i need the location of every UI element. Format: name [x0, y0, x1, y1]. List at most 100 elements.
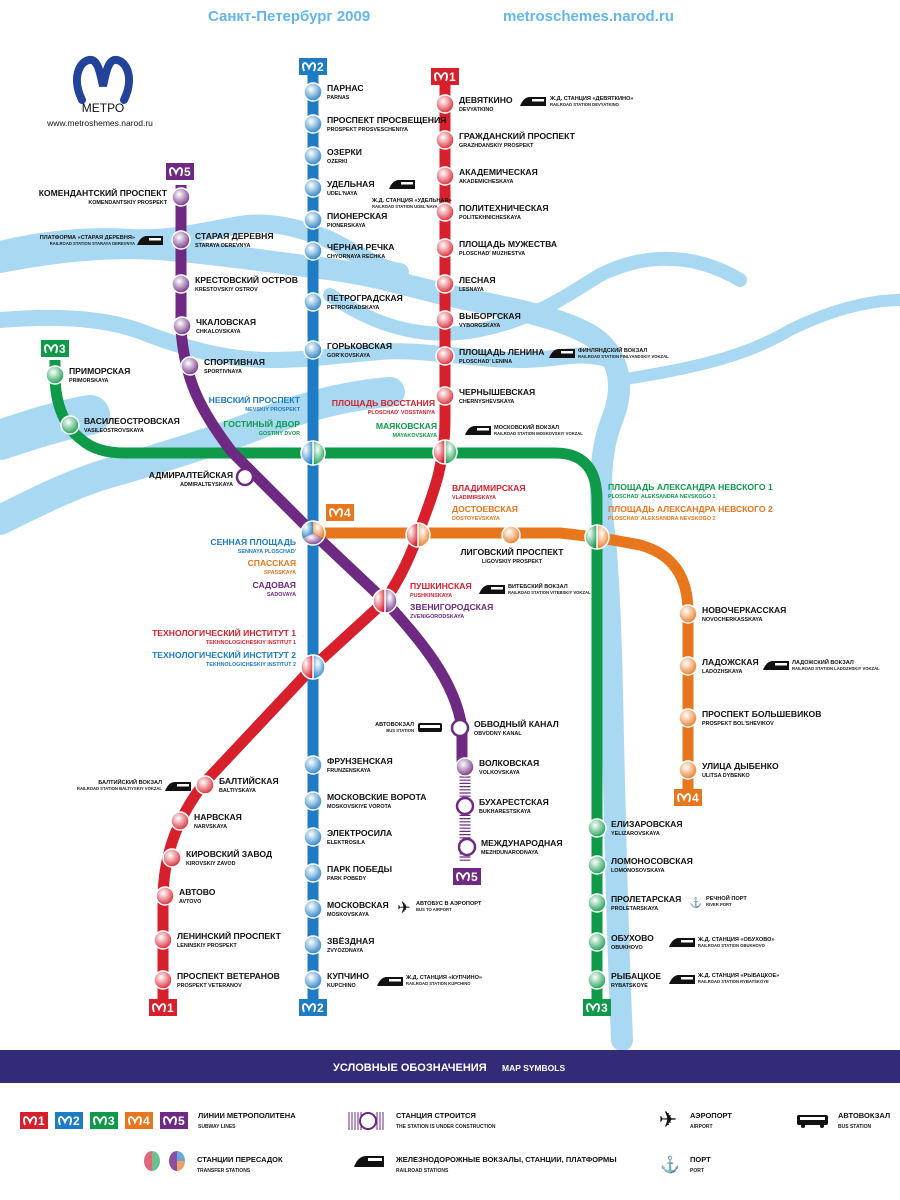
station-name-ru[interactable]: ЭЛЕКТРОСИЛА [327, 828, 392, 838]
station-name-ru[interactable]: МОСКОВСКАЯ [327, 900, 389, 910]
station-marker[interactable] [435, 94, 455, 114]
transfer-station-marker[interactable] [405, 522, 431, 548]
station-name-ru[interactable]: КОМЕНДАНТСКИЙ ПРОСПЕКТ [39, 187, 168, 198]
station-name-ru[interactable]: КУПЧИНО [327, 971, 369, 981]
station-name-ru[interactable]: ПАРК ПОБЕДЫ [327, 864, 392, 874]
station-marker[interactable] [435, 346, 455, 366]
station-name-ru[interactable]: ПАРНАС [327, 83, 364, 93]
station-marker[interactable] [303, 863, 323, 883]
station-under-construction-marker[interactable] [455, 796, 475, 816]
station-name-ru[interactable]: БАЛТИЙСКАЯ [219, 775, 279, 786]
station-name-ru[interactable]: ПЛОЩАДЬ МУЖЕСТВА [459, 239, 557, 249]
station-tekhnologicheskiy-institut-1[interactable]: ТЕХНОЛОГИЧЕСКИЙ ИНСТИТУТ 1TEKHNOLOGICHES… [152, 627, 296, 646]
station-marker[interactable] [303, 292, 323, 312]
transfer-station-marker[interactable] [584, 524, 610, 550]
station-marker[interactable] [171, 230, 191, 250]
transfer-station-marker[interactable] [300, 654, 326, 680]
station-name-ru[interactable]: ГОСТИНЫЙ ДВОР [223, 418, 300, 429]
station-name-ru[interactable]: ЛОМОНОСОВСКАЯ [611, 856, 693, 866]
station-marker[interactable] [455, 757, 475, 777]
station-name-ru[interactable]: АКАДЕМИЧЕСКАЯ [459, 167, 538, 177]
station-name-ru[interactable]: ЛЕНИНСКИЙ ПРОСПЕКТ [177, 930, 282, 941]
station-under-construction-marker[interactable] [457, 837, 477, 857]
station-name-ru[interactable]: ТЕХНОЛОГИЧЕСКИЙ ИНСТИТУТ 2 [152, 649, 296, 660]
station-name-ru[interactable]: ОЗЕРКИ [327, 147, 362, 157]
station-name-ru[interactable]: КИРОВСКИЙ ЗАВОД [186, 848, 272, 859]
station-marker[interactable] [435, 274, 455, 294]
station-name-ru[interactable]: НОВОЧЕРКАССКАЯ [702, 605, 786, 615]
transfer-station-marker[interactable] [300, 520, 326, 546]
station-name-ru[interactable]: АДМИРАЛТЕЙСКАЯ [149, 469, 233, 480]
station-marker[interactable] [587, 818, 607, 838]
station-marker[interactable] [303, 755, 323, 775]
station-name-ru[interactable]: ПОЛИТЕХНИЧЕСКАЯ [459, 203, 549, 213]
station-name-ru[interactable]: ГРАЖДАНСКИЙ ПРОСПЕКТ [459, 130, 576, 141]
station-marker[interactable] [587, 893, 607, 913]
station-marker[interactable] [678, 760, 698, 780]
station-marker[interactable] [60, 415, 80, 435]
station-name-ru[interactable]: ПРОЛЕТАРСКАЯ [611, 894, 681, 904]
station-name-ru[interactable]: ЗВЕНИГОРОДСКАЯ [410, 602, 493, 612]
station-name-ru[interactable]: ОБВОДНЫЙ КАНАЛ [474, 718, 559, 729]
station-name-ru[interactable]: РЫБАЦКОЕ [611, 971, 661, 981]
station-name-ru[interactable]: АВТОВО [179, 887, 216, 897]
station-name-ru[interactable]: ЗВЁЗДНАЯ [327, 936, 374, 946]
station-marker[interactable] [587, 932, 607, 952]
station-name-ru[interactable]: ВЫБОРГСКАЯ [459, 311, 521, 321]
station-name-ru[interactable]: ПЛОЩАДЬ ВОССТАНИЯ [332, 398, 435, 408]
station-name-ru[interactable]: ЛИГОВСКИЙ ПРОСПЕКТ [460, 546, 564, 557]
station-name-ru[interactable]: ПЛОЩАДЬ ЛЕНИНА [459, 347, 544, 357]
station-under-construction-marker[interactable] [235, 467, 255, 487]
station-marker[interactable] [180, 356, 200, 376]
station-marker[interactable] [501, 525, 521, 545]
station-marker[interactable] [162, 848, 182, 868]
station-marker[interactable] [587, 855, 607, 875]
station-name-ru[interactable]: ВЛАДИМИРСКАЯ [452, 483, 526, 493]
station-under-construction-marker[interactable] [450, 718, 470, 738]
station-marker[interactable] [303, 114, 323, 134]
transfer-station-marker[interactable] [372, 588, 398, 614]
station-name-ru[interactable]: МАЯКОВСКАЯ [376, 421, 437, 431]
station-marker[interactable] [435, 130, 455, 150]
station-name-ru[interactable]: ЕЛИЗАРОВСКАЯ [611, 819, 683, 829]
station-name-ru[interactable]: УДЕЛЬНАЯ [327, 179, 375, 189]
transfer-station-marker[interactable] [300, 440, 326, 466]
station-name-ru[interactable]: ДОСТОЕВСКАЯ [452, 504, 518, 514]
station-marker[interactable] [435, 202, 455, 222]
station-marker[interactable] [678, 604, 698, 624]
station-name-ru[interactable]: ЧЁРНАЯ РЕЧКА [327, 242, 394, 252]
transfer-station-marker[interactable] [432, 439, 458, 465]
station-name-ru[interactable]: ПРОСПЕКТ ВЕТЕРАНОВ [177, 971, 280, 981]
station-marker[interactable] [303, 178, 323, 198]
station-name-ru[interactable]: СПОРТИВНАЯ [204, 357, 265, 367]
station-name-ru[interactable]: ЛАДОЖСКАЯ [702, 657, 759, 667]
